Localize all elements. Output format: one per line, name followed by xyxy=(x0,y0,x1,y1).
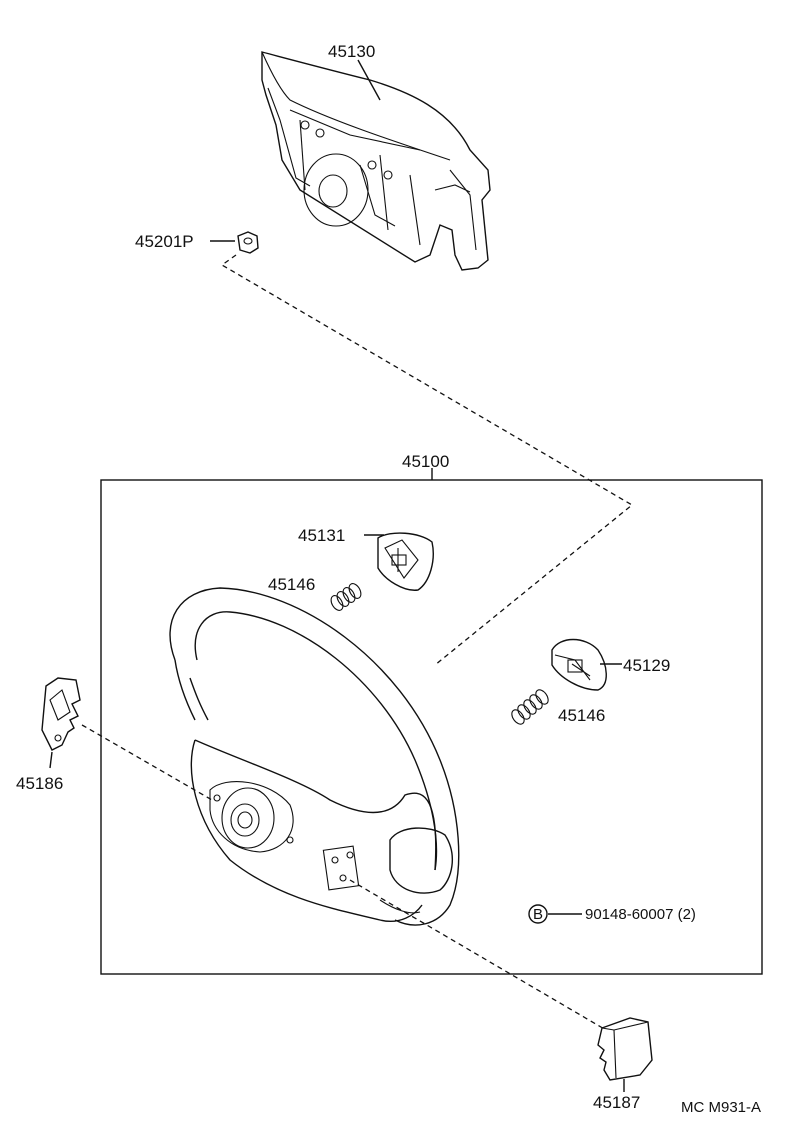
nut-drawing xyxy=(237,231,259,254)
cover-left-drawing xyxy=(41,677,81,751)
part-label-spring-right: 45146 xyxy=(558,706,605,725)
spring-right-drawing xyxy=(511,689,549,725)
part-label-horn-button-upper: 45131 xyxy=(298,526,345,545)
part-label-airbag-pad: 45130 xyxy=(328,42,375,61)
drawing-code: MC M931-A xyxy=(681,1099,761,1116)
horn-button-right-drawing xyxy=(551,638,607,691)
bolt-symbol-letter: B xyxy=(533,906,543,923)
assembly-line xyxy=(220,254,634,666)
part-label-wheel-assembly: 45100 xyxy=(402,452,449,471)
steering-wheel-drawing xyxy=(169,587,460,926)
part-label-nut: 45201P xyxy=(135,232,194,251)
assembly-line xyxy=(81,724,213,801)
part-label-spring-upper: 45146 xyxy=(268,575,315,594)
part-label-bolt: 90148-60007 (2) xyxy=(585,906,696,923)
cover-right-drawing xyxy=(597,1017,653,1081)
leader-line xyxy=(357,59,381,101)
part-label-horn-button-right: 45129 xyxy=(623,656,670,675)
bolt-symbol-circle xyxy=(528,904,548,924)
part-label-cover-right: 45187 xyxy=(593,1093,640,1112)
leader-line xyxy=(49,751,53,769)
assembly-line xyxy=(349,879,607,1031)
airbag-pad-drawing xyxy=(261,51,491,271)
spring-upper-drawing xyxy=(330,583,362,611)
horn-button-upper-drawing xyxy=(377,532,434,591)
part-label-cover-left: 45186 xyxy=(16,774,63,793)
